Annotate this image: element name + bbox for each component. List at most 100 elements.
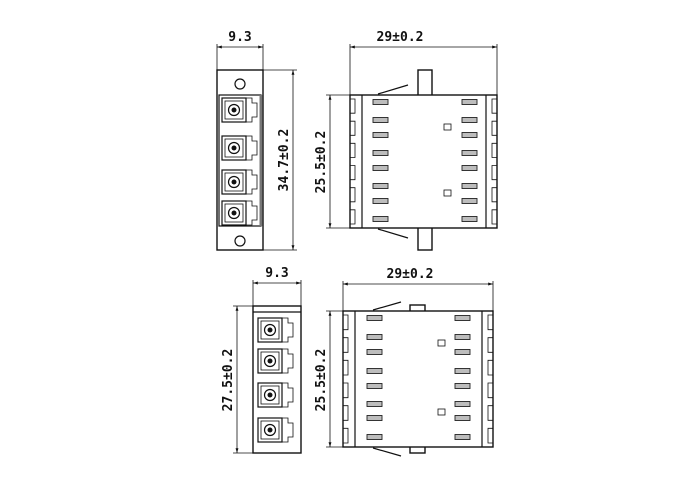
latch-profile <box>282 382 294 408</box>
slot <box>366 368 383 374</box>
slot <box>372 132 389 138</box>
side-notch <box>350 187 356 203</box>
latch-spring-top <box>372 301 402 311</box>
latch-profile <box>246 169 258 195</box>
dimension-width-label: 9.3 <box>228 30 251 45</box>
slot <box>454 368 471 374</box>
latch-profile <box>246 135 258 161</box>
side-notch <box>487 382 493 399</box>
side-notch <box>350 120 356 136</box>
dimension-width-label: 29±0.2 <box>377 30 424 45</box>
top-front-view: 9.3 34.7±0.2 <box>216 30 297 251</box>
ferrule-ring <box>227 175 241 189</box>
slot <box>454 334 471 340</box>
side-notch <box>491 187 497 203</box>
latch-spring-bottom <box>377 228 409 239</box>
ferrule-ring <box>227 206 241 220</box>
ferrule-ring <box>263 354 277 368</box>
slot <box>372 165 389 171</box>
slot <box>461 150 478 156</box>
port-square <box>224 203 244 223</box>
ferrule-core <box>231 107 237 113</box>
slot <box>461 132 478 138</box>
port-frame <box>221 97 247 123</box>
ferrule-ring <box>263 388 277 402</box>
side-notch <box>350 142 356 158</box>
slot <box>454 349 471 355</box>
adapter-body <box>349 94 498 229</box>
slot <box>454 315 471 321</box>
slot <box>461 216 478 222</box>
ferrule-ring <box>263 423 277 437</box>
port-square <box>224 172 244 192</box>
slot <box>461 117 478 123</box>
slot <box>372 99 389 105</box>
port-square <box>260 320 280 340</box>
bottom-side-view: 29±0.2 25.5±0.2 <box>314 267 494 457</box>
port-square <box>260 385 280 405</box>
key-window <box>437 408 446 416</box>
latch-spring-top <box>377 84 409 95</box>
ferrule-ring <box>263 323 277 337</box>
latch-profile <box>246 200 258 226</box>
side-notch <box>350 98 356 114</box>
key-window <box>443 189 452 197</box>
side-notch <box>343 382 349 399</box>
side-notch <box>343 337 349 353</box>
ferrule-core <box>267 427 273 433</box>
port-frame <box>221 200 247 226</box>
latch-profile <box>246 97 258 123</box>
side-notch <box>350 165 356 181</box>
ferrule-core <box>267 392 273 398</box>
adapter-body <box>342 310 494 448</box>
latch-profile <box>282 348 294 374</box>
key-window <box>443 123 452 131</box>
dimension-height-label: 34.7±0.2 <box>277 129 292 192</box>
ferrule-core <box>231 179 237 185</box>
side-notch <box>487 314 493 331</box>
side-notch <box>491 98 497 114</box>
port-square <box>224 100 244 120</box>
slot <box>366 383 383 389</box>
side-notch <box>487 405 493 421</box>
slot <box>461 99 478 105</box>
dimension-height-label: 25.5±0.2 <box>314 349 329 412</box>
slot <box>372 117 389 123</box>
latch-profile <box>282 417 294 443</box>
adapter-body <box>252 305 302 454</box>
port-square <box>260 420 280 440</box>
side-notch <box>343 314 349 331</box>
slot <box>366 434 383 440</box>
port-frame <box>257 417 283 443</box>
side-notch <box>343 427 349 444</box>
side-notch <box>343 359 349 376</box>
slot <box>366 349 383 355</box>
slot <box>366 334 383 340</box>
slot <box>454 383 471 389</box>
slot <box>372 198 389 204</box>
slot <box>454 434 471 440</box>
mounting-hole-bottom <box>234 235 246 247</box>
slot <box>366 401 383 407</box>
ferrule-core <box>267 358 273 364</box>
dimension-height-label: 25.5±0.2 <box>314 131 329 194</box>
slot <box>454 401 471 407</box>
side-notch <box>343 405 349 421</box>
side-notch <box>350 209 356 225</box>
mounting-hole-top <box>234 78 246 90</box>
slot <box>372 183 389 189</box>
port-square <box>260 351 280 371</box>
port-frame <box>257 348 283 374</box>
side-notch <box>491 142 497 158</box>
port-frame <box>221 169 247 195</box>
ferrule-ring <box>227 103 241 117</box>
top-side-view: 29±0.2 25.5±0.2 <box>314 30 498 251</box>
side-notch <box>487 427 493 444</box>
ferrule-ring <box>227 141 241 155</box>
side-notch <box>487 337 493 353</box>
slot <box>372 150 389 156</box>
ferrule-core <box>231 145 237 151</box>
side-notch <box>487 359 493 376</box>
